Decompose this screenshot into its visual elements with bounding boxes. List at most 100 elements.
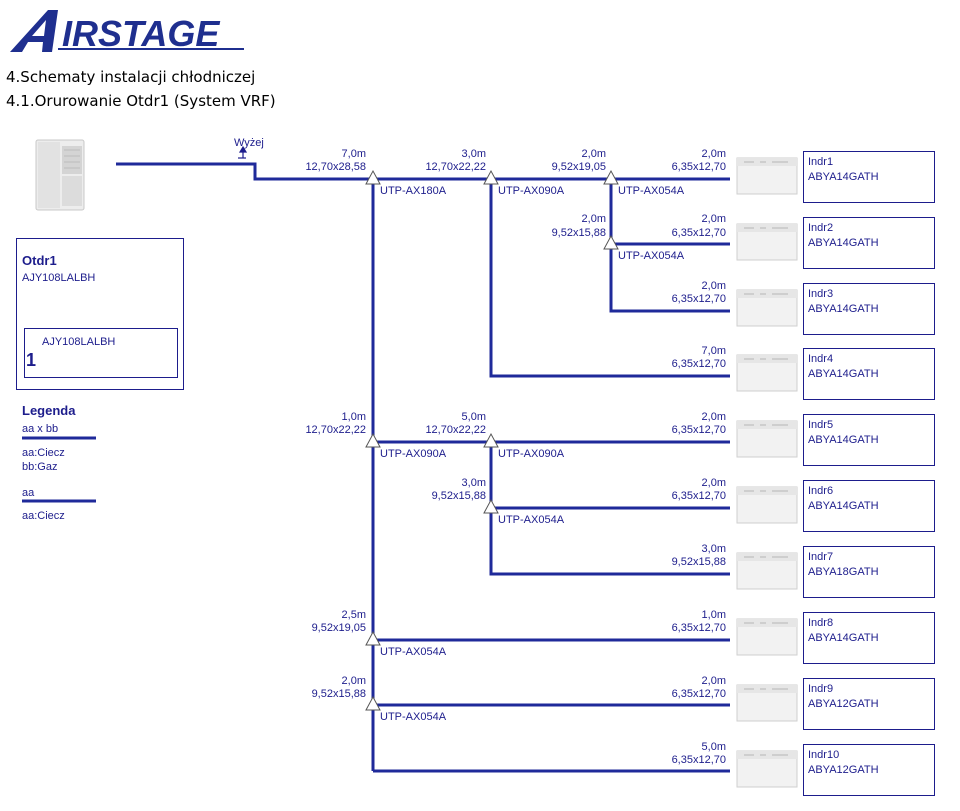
pipe-length: 2,0m [581,213,606,225]
joint-label: UTP-AX090A [380,448,447,460]
indoor-pipe-length: 1,0m [701,609,726,621]
indoor-pipe-size: 6,35x12,70 [671,227,726,239]
indoor-unit-name: Indr4 [808,353,834,365]
pipe-length: 3,0m [461,477,486,489]
joint-triangle-6 [483,432,499,448]
joint-label: UTP-AX054A [380,711,447,723]
height-arrow-icon [238,145,248,159]
indoor-unit-icon [736,354,798,392]
pipe-length: 2,0m [341,675,366,687]
indoor-pipe-size: 6,35x12,70 [671,754,726,766]
pipe-length: 2,5m [341,609,366,621]
indoor-pipe-length: 3,0m [701,543,726,555]
legend-line2-label: aa [22,487,35,499]
indoor-unit-model: ABYA14GATH [808,171,879,183]
indoor-unit-model: ABYA12GATH [808,698,879,710]
joint-label: UTP-AX054A [498,514,565,526]
pipe-size: 12,70x22,22 [425,424,486,436]
pipe-size: 9,52x19,05 [551,161,606,173]
joint-label: UTP-AX054A [618,185,685,197]
indoor-unit-icon [736,750,798,788]
pipe-length: 1,0m [341,411,366,423]
indoor-pipe-length: 2,0m [701,148,726,160]
indoor-pipe-length: 2,0m [701,477,726,489]
indoor-unit-name: Indr6 [808,485,834,497]
section-heading: 4.Schematy instalacji chłodniczej [6,68,256,86]
indoor-unit-icon [736,420,798,458]
indoor-pipe-length: 2,0m [701,213,726,225]
indoor-unit-name: Indr5 [808,419,834,431]
pipe-size: 9,52x15,88 [311,688,366,700]
indoor-pipe-size: 6,35x12,70 [671,688,726,700]
indoor-unit-icon [736,157,798,195]
indoor-unit-name: Indr9 [808,683,834,695]
outdoor-module-model: AJY108LALBH [42,336,116,348]
branch-pipe-indr4 [489,179,730,378]
pipe-length: 7,0m [341,148,366,160]
joint-triangle-1 [365,169,381,185]
indoor-unit-model: ABYA14GATH [808,303,879,315]
indoor-pipe-size: 6,35x12,70 [671,622,726,634]
pipe-size: 12,70x28,58 [305,161,366,173]
joint-triangle-3 [603,169,619,185]
indoor-pipe-size: 6,35x12,70 [671,424,726,436]
legend-line2-desc: aa:Ciecz [22,510,65,522]
outdoor-unit-box [16,238,184,390]
indoor-unit-name: Indr1 [808,156,834,168]
joint-triangle-9 [365,695,381,711]
joint-label: UTP-AX054A [380,646,447,658]
height-note: Wyżej [234,137,264,149]
indoor-unit-name: Indr10 [808,749,840,761]
subsection-heading: 4.1.Orurowanie Otdr1 (System VRF) [6,92,276,110]
indoor-pipe-size: 6,35x12,70 [671,358,726,370]
indoor-pipe-length: 5,0m [701,741,726,753]
indoor-pipe-size: 6,35x12,70 [671,490,726,502]
joint-triangle-8 [365,630,381,646]
indoor-unit-model: ABYA14GATH [808,500,879,512]
indoor-pipe-length: 2,0m [701,675,726,687]
indoor-pipe-size: 6,35x12,70 [671,161,726,173]
indoor-unit-model: ABYA14GATH [808,368,879,380]
main-pipe [116,162,730,181]
pipe-length: 3,0m [461,148,486,160]
outdoor-module-box [24,328,178,378]
indoor-unit-model: ABYA14GATH [808,237,879,249]
indoor-unit-icon [736,552,798,590]
svg-text:IRSTAGE: IRSTAGE [62,13,220,54]
branch-pipe-indr3 [609,179,730,313]
indoor-pipe-length: 2,0m [701,280,726,292]
joint-triangle-4 [603,234,619,250]
joint-label: UTP-AX054A [618,250,685,262]
pipe-size: 9,52x15,88 [551,227,606,239]
indoor-unit-icon [736,223,798,261]
indoor-pipe-size: 9,52x15,88 [671,556,726,568]
joint-label: UTP-AX180A [380,185,447,197]
indoor-unit-name: Indr8 [808,617,834,629]
pipe-length: 5,0m [461,411,486,423]
outdoor-module-count: 1 [26,350,37,370]
pipe-length: 2,0m [581,148,606,160]
pipe-size: 12,70x22,22 [425,161,486,173]
legend-title: Legenda [22,403,76,418]
indoor-unit-model: ABYA14GATH [808,632,879,644]
indoor-unit-icon [736,289,798,327]
outdoor-unit-model: AJY108LALBH [22,272,96,284]
branch-pipe-indr7 [489,442,730,576]
joint-label: UTP-AX090A [498,185,565,197]
legend-line1-desc2: bb:Gaz [22,461,58,473]
outdoor-unit-icon [35,139,85,211]
indoor-unit-model: ABYA12GATH [808,764,879,776]
joint-triangle-2 [483,169,499,185]
indoor-unit-model: ABYA18GATH [808,566,879,578]
legend-line1-label: aa x bb [22,423,59,435]
